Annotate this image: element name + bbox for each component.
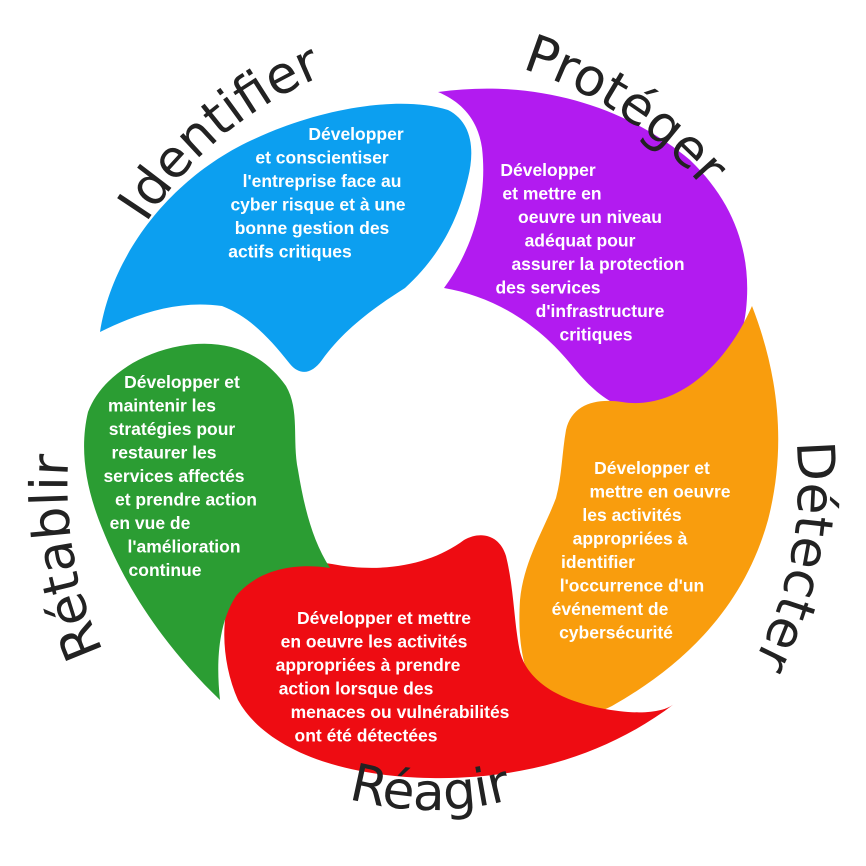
proteger-description-line: des services — [495, 278, 600, 298]
retablir-description-line: en vue de — [110, 513, 191, 533]
proteger-description-line: Développer — [500, 160, 595, 180]
detecter-description: Développer et mettre en oeuvre les activit… — [552, 458, 731, 643]
segment-retablir — [84, 343, 330, 700]
identifier-description-line: Développer — [308, 124, 403, 144]
reagir-description-line: en oeuvre les activités — [281, 632, 468, 652]
retablir-description-line: maintenir les — [108, 396, 216, 416]
proteger-description-line: assurer la protection — [511, 254, 684, 274]
reagir-description: Développer et mettre en oeuvre les activi… — [276, 608, 510, 746]
detecter-description-line: événement de — [552, 599, 669, 619]
proteger-description-line: oeuvre un niveau — [518, 207, 662, 227]
segment-proteger — [438, 88, 748, 414]
proteger-description-line: critiques — [560, 325, 633, 345]
detecter-description-line: identifier — [561, 552, 635, 572]
identifier-description-line: bonne gestion des — [235, 218, 390, 238]
retablir-description-line: stratégies pour — [109, 419, 236, 439]
segment-identifier — [100, 103, 472, 372]
detecter-description-line: les activités — [582, 505, 681, 525]
identifier-description-line: actifs critiques — [228, 242, 352, 262]
proteger-description: Développer et mettre en oeuvre un niveau ad… — [495, 160, 684, 345]
reagir-description-line: menaces ou vulnérabilités — [291, 702, 510, 722]
detecter-description-line: l'occurrence d'un — [560, 576, 704, 596]
label-reagir-text: Réagir — [345, 753, 516, 823]
retablir-description-line: et prendre action — [115, 490, 257, 510]
identifier-description-line: cyber risque et à une — [230, 195, 405, 215]
reagir-description-line: appropriées à prendre — [276, 655, 461, 675]
proteger-description-line: adéquat pour — [525, 231, 636, 251]
reagir-description-line: action lorsque des — [279, 679, 434, 699]
retablir-description-line: services affectés — [103, 466, 244, 486]
reagir-description-line: Développer et mettre — [297, 608, 471, 628]
detecter-description-line: cybersécurité — [559, 623, 673, 643]
segment-detecter — [519, 306, 779, 716]
retablir-description-line: l'amélioration — [127, 537, 240, 557]
proteger-description-line: et mettre en — [502, 184, 601, 204]
label-reagir: Réagir — [345, 753, 516, 823]
identifier-description-line: l'entreprise face au — [243, 171, 402, 191]
retablir-description-line: continue — [129, 560, 202, 580]
retablir-description-line: Développer et — [124, 372, 240, 392]
detecter-description-line: Développer et — [594, 458, 710, 478]
detecter-description-line: appropriées à — [573, 529, 688, 549]
retablir-description: Développer et maintenir les stratégies pou… — [103, 372, 257, 580]
identifier-description-line: et conscientiser — [255, 148, 388, 168]
reagir-description-line: ont été détectées — [295, 726, 438, 746]
retablir-description-line: restaurer les — [111, 443, 216, 463]
proteger-description-line: d'infrastructure — [536, 301, 665, 321]
segment-reagir — [224, 535, 675, 779]
identifier-description: Développer et conscientiser l'entreprise f… — [228, 124, 406, 262]
detecter-description-line: mettre en oeuvre — [589, 482, 730, 502]
